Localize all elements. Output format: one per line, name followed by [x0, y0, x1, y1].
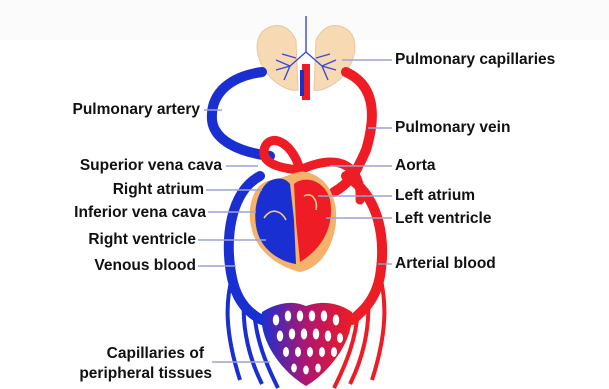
label-right-ventricle: Right ventricle	[88, 231, 196, 248]
heart	[250, 172, 336, 272]
arterial-vessel	[346, 176, 382, 320]
capillary-bed	[228, 276, 385, 388]
label-inferior-vena-cava: Inferior vena cava	[74, 204, 206, 221]
label-superior-vena-cava: Superior vena cava	[80, 157, 222, 174]
label-left-ventricle: Left ventricle	[395, 210, 491, 227]
right-heart	[255, 179, 296, 265]
label-pulmonary-vein: Pulmonary vein	[395, 119, 510, 136]
label-peripheral-tissues: peripheral tissues	[79, 365, 212, 382]
label-arterial-blood: Arterial blood	[395, 255, 496, 272]
label-capillaries-of: Capillaries of	[107, 345, 204, 362]
left-lung	[257, 25, 298, 90]
label-right-atrium: Right atrium	[113, 181, 204, 198]
label-left-atrium: Left atrium	[395, 187, 475, 204]
label-pulmonary-artery: Pulmonary artery	[73, 101, 201, 118]
lungs	[257, 16, 355, 100]
pulmonary-artery-vessel	[212, 72, 270, 156]
label-venous-blood: Venous blood	[94, 257, 196, 274]
label-aorta: Aorta	[395, 157, 435, 174]
label-pulmonary-capillaries: Pulmonary capillaries	[395, 51, 555, 68]
top-banner	[0, 0, 609, 40]
trachea-left	[300, 70, 304, 96]
right-lung	[314, 25, 355, 90]
